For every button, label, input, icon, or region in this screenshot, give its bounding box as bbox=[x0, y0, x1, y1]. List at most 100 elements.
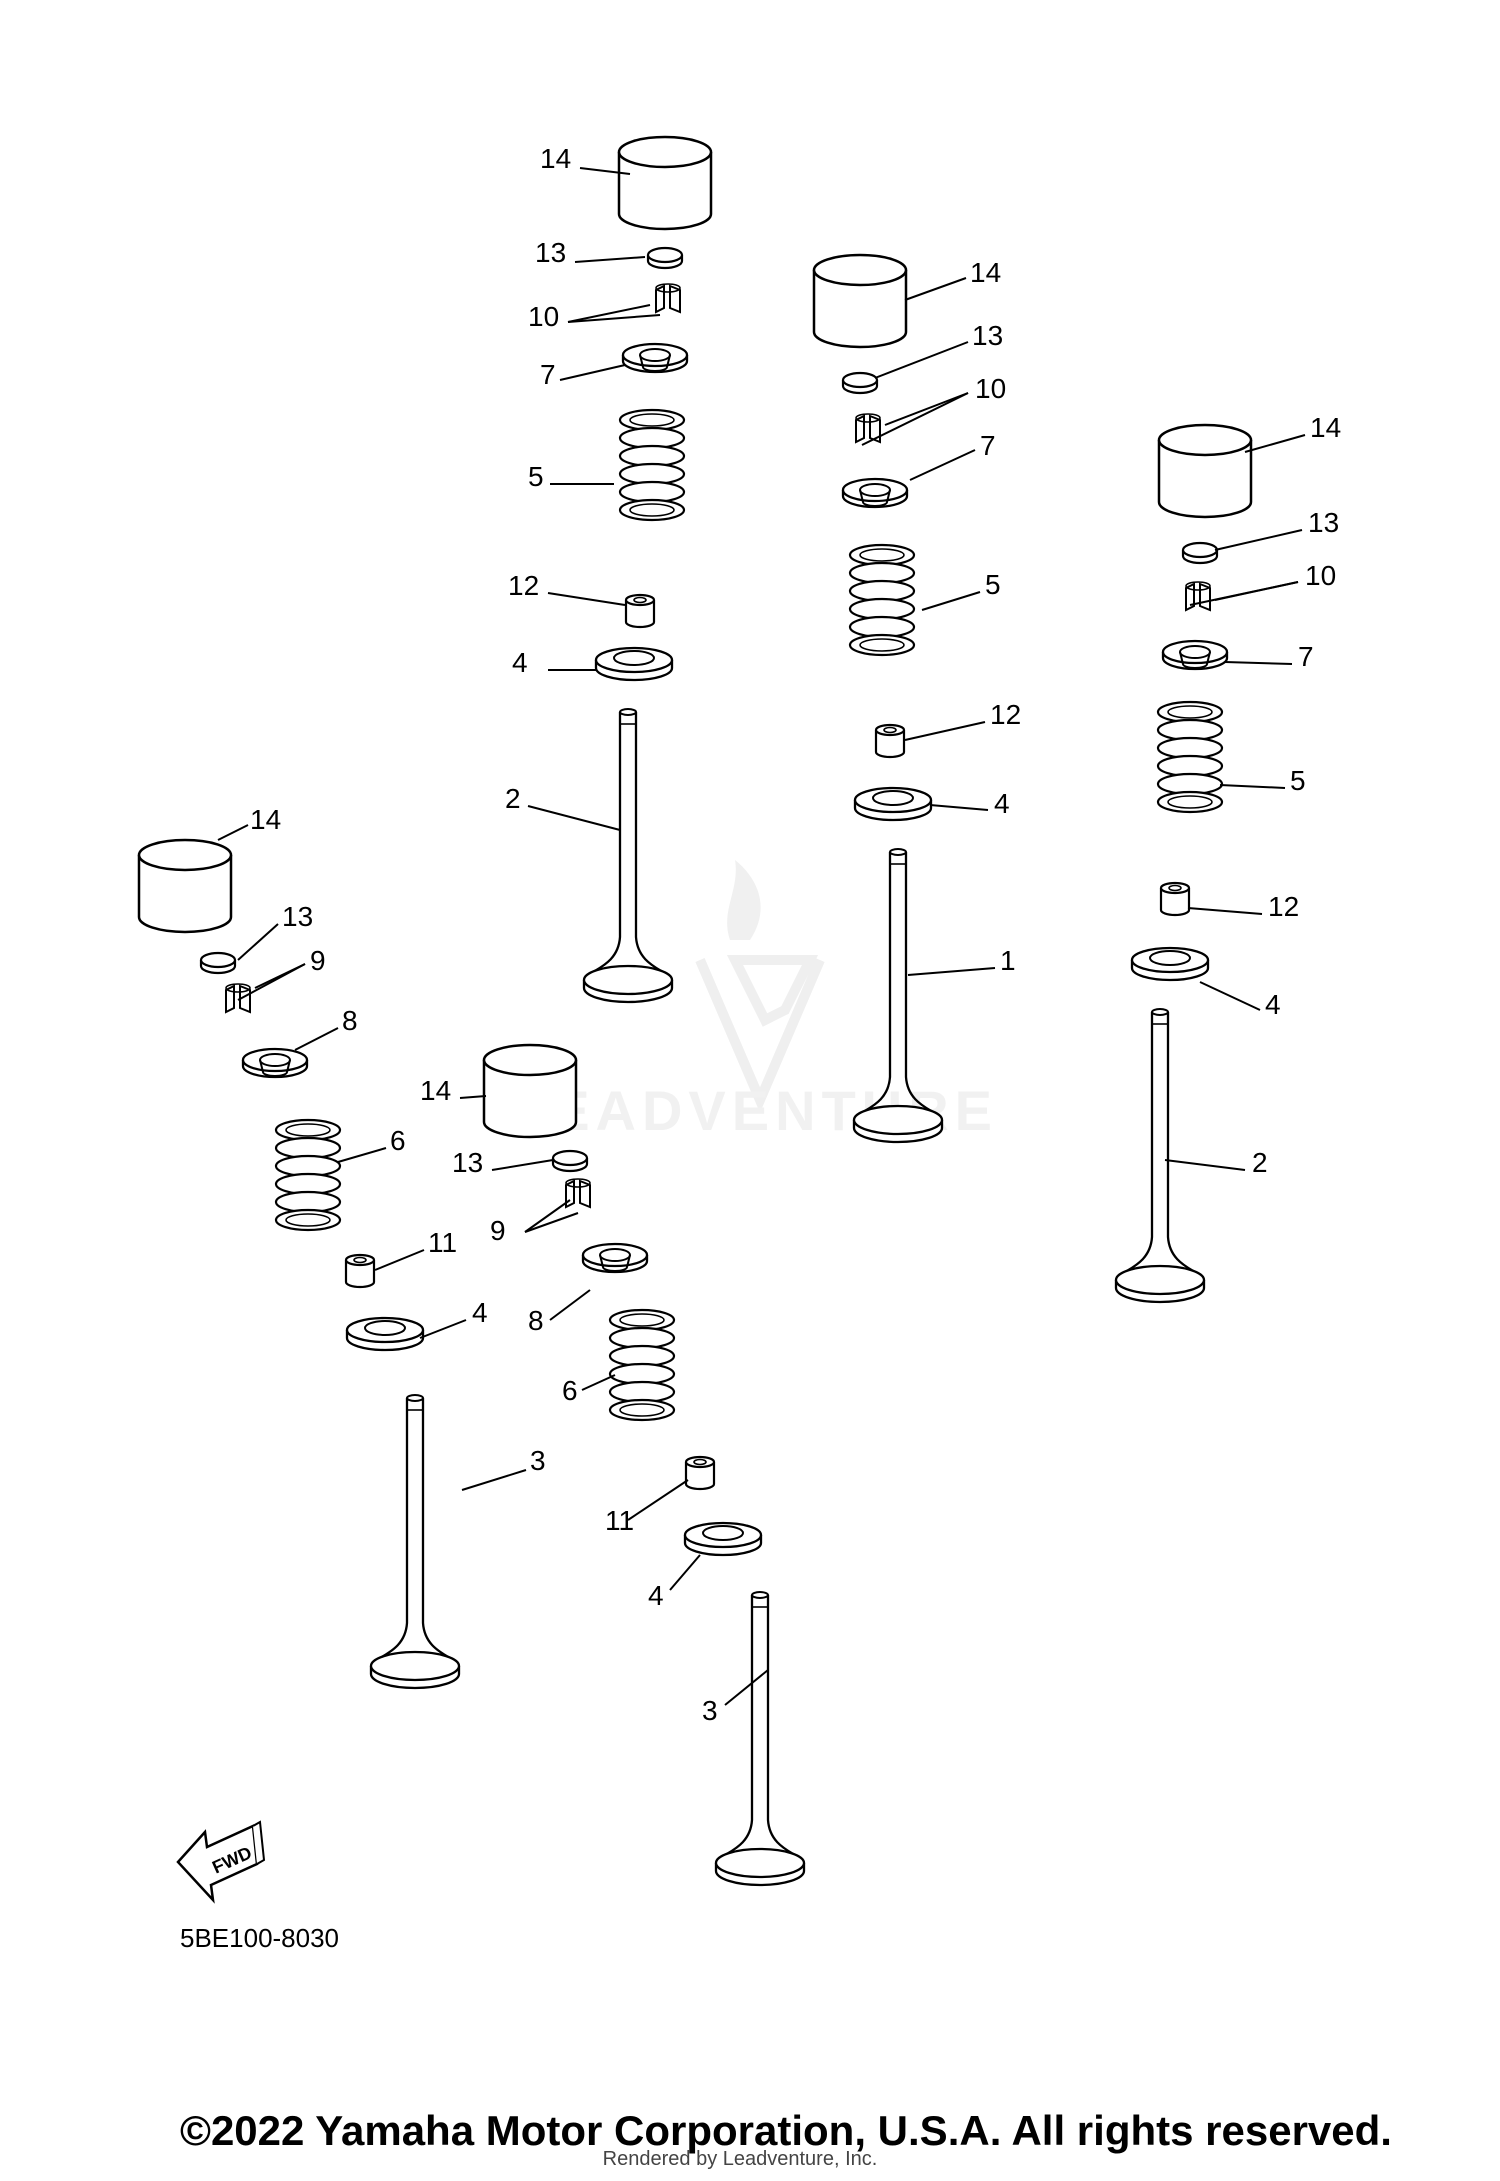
part-keeper-3 bbox=[655, 283, 681, 313]
callout-label-26: 13 bbox=[282, 901, 313, 932]
leader-line-9 bbox=[904, 277, 967, 301]
part-spring-29 bbox=[274, 1118, 342, 1232]
leader-line-27 bbox=[237, 963, 306, 1001]
part-shim-26 bbox=[199, 951, 237, 975]
part-retainer-36 bbox=[581, 1242, 649, 1274]
leader-line-40 bbox=[724, 1669, 769, 1706]
part-shim-2 bbox=[646, 246, 684, 270]
callout-label-39: 4 bbox=[648, 1580, 664, 1611]
part-bucket-33 bbox=[482, 1043, 578, 1139]
part-spring-5 bbox=[618, 408, 686, 522]
callout-label-7: 4 bbox=[512, 647, 528, 678]
callout-label-14: 12 bbox=[990, 699, 1021, 730]
leader-line-13 bbox=[921, 591, 981, 611]
callout-label-20: 7 bbox=[1298, 641, 1314, 672]
leader-line-16 bbox=[907, 967, 996, 976]
leader-line-39 bbox=[669, 1554, 701, 1591]
part-valve-8 bbox=[582, 707, 674, 1004]
part-seat-31 bbox=[345, 1316, 425, 1352]
leader-line-8 bbox=[527, 805, 621, 831]
leader-line-23 bbox=[1199, 981, 1261, 1011]
callout-label-10: 13 bbox=[972, 320, 1003, 351]
callout-label-8: 2 bbox=[505, 783, 521, 814]
callout-label-16: 1 bbox=[1000, 945, 1016, 976]
part-bucket-1 bbox=[617, 135, 713, 231]
callout-label-31: 4 bbox=[472, 1297, 488, 1328]
part-bucket-25 bbox=[137, 838, 233, 934]
callout-label-1: 14 bbox=[540, 143, 571, 174]
callout-labels: 1413107512421413107512411413107512421413… bbox=[250, 143, 1341, 1726]
leader-line-1 bbox=[579, 167, 631, 175]
callout-label-5: 5 bbox=[528, 461, 544, 492]
leader-line-22 bbox=[1187, 907, 1263, 915]
part-seat-39 bbox=[683, 1521, 763, 1557]
part-bucket-17 bbox=[1157, 423, 1253, 519]
part-seal-14 bbox=[874, 723, 906, 759]
watermark-logo bbox=[695, 860, 825, 1113]
leader-line-26 bbox=[237, 923, 279, 961]
callout-label-34: 13 bbox=[452, 1147, 483, 1178]
leader-line-38 bbox=[627, 1479, 689, 1521]
leader-line-35 bbox=[524, 1199, 571, 1233]
leader-line-6 bbox=[547, 592, 626, 606]
part-seat-7 bbox=[594, 646, 674, 682]
part-seal-30 bbox=[344, 1253, 376, 1289]
callout-label-27: 9 bbox=[310, 945, 326, 976]
part-valve-40 bbox=[714, 1590, 806, 1887]
leader-line-12 bbox=[909, 449, 976, 481]
leader-line-33 bbox=[459, 1095, 487, 1099]
callout-label-6: 12 bbox=[508, 570, 539, 601]
leader-line-28 bbox=[294, 1027, 339, 1051]
leader-line-32 bbox=[461, 1469, 527, 1491]
part-keeper-19 bbox=[1185, 581, 1211, 611]
leader-line-30 bbox=[374, 1249, 425, 1271]
leader-line-36 bbox=[549, 1289, 591, 1321]
callout-label-11: 10 bbox=[975, 373, 1006, 404]
callout-label-9: 14 bbox=[970, 257, 1001, 288]
leader-line-29 bbox=[337, 1147, 387, 1163]
leader-line-15 bbox=[929, 804, 989, 811]
rendered-by-note: Rendered by Leadventure, Inc. bbox=[603, 2148, 878, 2170]
leader-line-4 bbox=[559, 364, 626, 381]
callout-label-3: 10 bbox=[528, 301, 559, 332]
leader-line-2 bbox=[574, 256, 646, 263]
part-spring-13 bbox=[848, 543, 916, 657]
leader-line-24 bbox=[1164, 1159, 1246, 1171]
callout-label-18: 13 bbox=[1308, 507, 1339, 538]
valve-assemblies bbox=[137, 135, 1253, 1887]
part-retainer-12 bbox=[841, 477, 909, 509]
part-spring-21 bbox=[1156, 700, 1224, 814]
part-bucket-9 bbox=[812, 253, 908, 349]
part-spring-37 bbox=[608, 1308, 676, 1422]
callout-label-40: 3 bbox=[702, 1695, 718, 1726]
callout-label-15: 4 bbox=[994, 788, 1010, 819]
part-seat-23 bbox=[1130, 946, 1210, 982]
leader-line-34 bbox=[491, 1159, 554, 1171]
callout-label-35: 9 bbox=[490, 1215, 506, 1246]
part-retainer-4 bbox=[621, 342, 689, 374]
callout-label-38: 11 bbox=[605, 1505, 634, 1536]
fwd-arrow-icon: FWD bbox=[176, 1820, 266, 1904]
part-retainer-28 bbox=[241, 1047, 309, 1079]
callout-label-17: 14 bbox=[1310, 412, 1341, 443]
callout-label-23: 4 bbox=[1265, 989, 1281, 1020]
callout-label-24: 2 bbox=[1252, 1147, 1268, 1178]
leader-line-14 bbox=[904, 721, 986, 741]
leader-line-19 bbox=[1189, 581, 1299, 606]
callout-label-29: 6 bbox=[390, 1125, 406, 1156]
callout-label-32: 3 bbox=[530, 1445, 546, 1476]
leader-line-18 bbox=[1214, 529, 1303, 551]
callout-label-2: 13 bbox=[535, 237, 566, 268]
part-retainer-20 bbox=[1161, 639, 1229, 671]
leader-line-35 bbox=[524, 1212, 579, 1233]
callout-label-36: 8 bbox=[528, 1305, 544, 1336]
part-shim-10 bbox=[841, 371, 879, 395]
callout-label-13: 5 bbox=[985, 569, 1001, 600]
leader-line-25 bbox=[217, 824, 249, 841]
callout-label-30: 11 bbox=[428, 1227, 457, 1258]
callout-label-19: 10 bbox=[1305, 560, 1336, 591]
leader-line-10 bbox=[874, 341, 969, 379]
part-valve-32 bbox=[369, 1393, 461, 1690]
